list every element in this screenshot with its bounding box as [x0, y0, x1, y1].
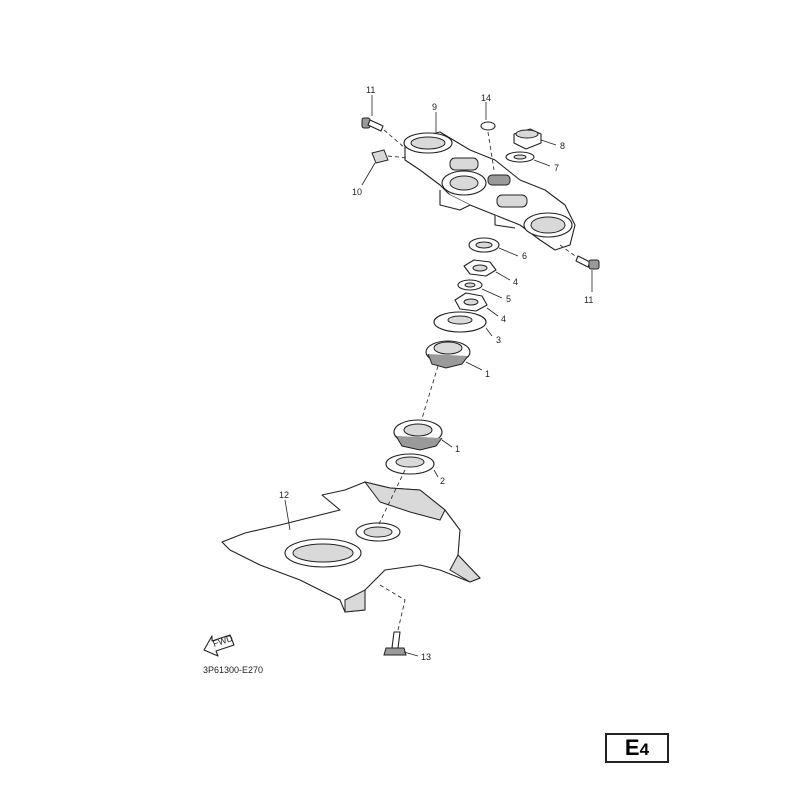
steering-axis-line [419, 365, 439, 426]
callout-9: 9 [432, 102, 437, 112]
nut-4-upper [463, 259, 497, 277]
page-letter: E [624, 735, 640, 760]
callout-4-upper: 4 [513, 277, 518, 287]
fwd-arrow-icon: FWD [203, 633, 235, 657]
bearing-1-lower [393, 419, 443, 451]
callout-1-upper: 1 [485, 369, 490, 379]
cap-nut-8 [513, 128, 542, 150]
seal-2 [385, 453, 435, 475]
page-label-box: E4 [605, 733, 669, 763]
callout-3: 3 [496, 335, 501, 345]
callout-5: 5 [506, 294, 511, 304]
upper-bracket [403, 131, 576, 251]
page-number: 4 [639, 740, 650, 759]
bolt-11-right [575, 255, 600, 270]
callout-12: 12 [279, 490, 289, 500]
part-10 [371, 149, 389, 164]
callout-2: 2 [440, 476, 445, 486]
callout-4-lower: 4 [501, 314, 506, 324]
callout-13: 13 [421, 652, 431, 662]
callout-10: 10 [352, 187, 362, 197]
part-14 [480, 121, 496, 131]
callout-11-lower: 11 [584, 295, 593, 305]
lower-bracket [221, 481, 481, 613]
bearing-1-upper [425, 340, 471, 369]
callout-6: 6 [522, 251, 527, 261]
bearing-cover-3 [433, 311, 487, 333]
callout-14: 14 [481, 93, 491, 103]
callout-11-upper: 11 [366, 85, 375, 95]
washer-6 [468, 237, 500, 253]
diagram-code: 3P61300-E270 [203, 665, 263, 675]
callout-8: 8 [560, 141, 565, 151]
callout-7: 7 [554, 163, 559, 173]
nut-4-lower [454, 292, 488, 312]
washer-7 [505, 151, 535, 163]
bolt-11-left [361, 117, 384, 132]
callout-1-lower: 1 [455, 444, 460, 454]
washer-5 [457, 279, 483, 291]
bolt-13 [383, 631, 407, 656]
